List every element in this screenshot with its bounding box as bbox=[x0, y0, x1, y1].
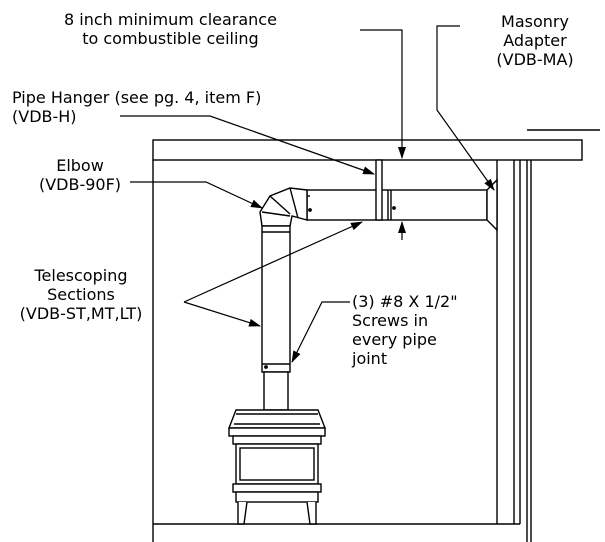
label-masonry-adapter: Masonry Adapter (VDB-MA) bbox=[470, 12, 600, 69]
label-screws-line-4: joint bbox=[352, 349, 388, 368]
label-clearance-line-2: to combustible ceiling bbox=[82, 29, 259, 48]
leader-screws bbox=[291, 301, 350, 363]
label-clearance-line-1: 8 inch minimum clearance bbox=[64, 10, 277, 29]
leader-hanger bbox=[120, 115, 375, 175]
vertical-pipe bbox=[261, 225, 291, 411]
label-screws-line-3: every pipe bbox=[352, 330, 437, 349]
label-telescoping-line-3: (VDB-ST,MT,LT) bbox=[19, 304, 143, 323]
label-telescoping-line-2: Sections bbox=[47, 285, 115, 304]
label-elbow: Elbow (VDB-90F) bbox=[30, 156, 130, 194]
leader-elbow bbox=[130, 181, 263, 209]
leader-masonry bbox=[436, 25, 495, 191]
label-elbow-line-2: (VDB-90F) bbox=[38, 175, 122, 194]
label-masonry-line-3: (VDB-MA) bbox=[496, 50, 574, 69]
elbow-pipe bbox=[259, 187, 308, 227]
label-masonry-line-1: Masonry bbox=[501, 12, 569, 31]
label-hanger-line-1: Pipe Hanger (see pg. 4, item F) bbox=[12, 88, 262, 107]
label-screws-line-2: Screws in bbox=[352, 311, 429, 330]
label-telescoping: Telescoping Sections (VDB-ST,MT,LT) bbox=[6, 266, 156, 323]
label-pipe-hanger: Pipe Hanger (see pg. 4, item F) (VDB-H) bbox=[12, 88, 261, 126]
label-telescoping-line-1: Telescoping bbox=[34, 266, 128, 285]
leader-telescoping-2 bbox=[183, 301, 261, 327]
label-screws: (3) #8 X 1/2" Screws in every pipe joint bbox=[352, 292, 458, 368]
label-hanger-line-2: (VDB-H) bbox=[12, 107, 77, 126]
leader-clearance bbox=[360, 29, 403, 100]
label-elbow-line-1: Elbow bbox=[56, 156, 104, 175]
label-masonry-line-2: Adapter bbox=[503, 31, 567, 50]
label-screws-line-1: (3) #8 X 1/2" bbox=[352, 292, 458, 311]
horizontal-pipe bbox=[306, 159, 488, 221]
label-clearance: 8 inch minimum clearance to combustible … bbox=[64, 10, 277, 48]
leader-telescoping-1 bbox=[183, 221, 363, 303]
ceiling-slab bbox=[152, 139, 583, 161]
wood-stove bbox=[227, 409, 327, 525]
masonry-wall bbox=[496, 160, 532, 542]
